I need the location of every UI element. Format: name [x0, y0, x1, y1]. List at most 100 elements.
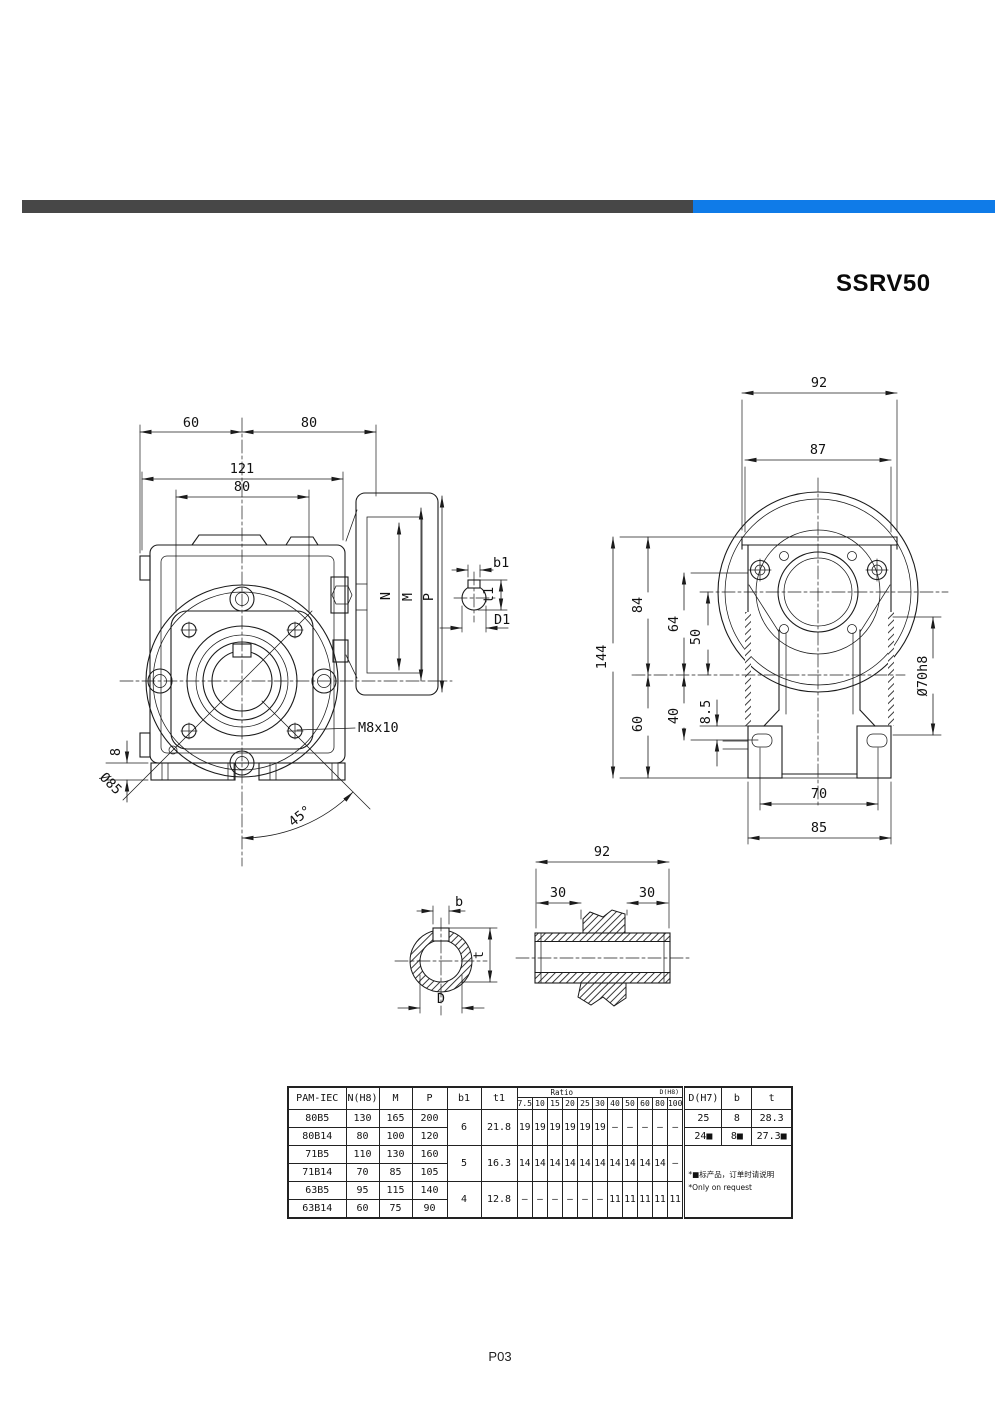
ratio-col-header: 20: [561, 1097, 578, 1110]
table-row: 71B14 70 85 105: [287, 1163, 792, 1182]
side-dim-64-label: 64: [666, 616, 682, 632]
front-view: N M P 60 80 121 80 M8x10 8: [96, 415, 510, 867]
side-dim-dia70h8-label: Ø70h8: [915, 656, 931, 697]
d-cell: 24■: [682, 1127, 723, 1146]
pam-cell: 80B14: [287, 1127, 347, 1146]
m-cell: 130: [378, 1145, 413, 1164]
ratio-cell: 14: [636, 1145, 653, 1182]
p-cell: 160: [411, 1145, 448, 1164]
b1-cell: 6: [446, 1109, 482, 1146]
n-cell: 95: [345, 1181, 380, 1200]
m-cell: 85: [378, 1163, 413, 1182]
ratio-cell: 19: [561, 1109, 578, 1146]
ratio-cell: 14: [516, 1145, 533, 1182]
ratio-col-header: 25: [576, 1097, 593, 1110]
ratio-cell: 19: [576, 1109, 593, 1146]
col-header-dh7: D(H7): [682, 1086, 723, 1110]
ratio-cell: 14: [591, 1145, 608, 1182]
col-header-p: P: [411, 1086, 448, 1110]
n-cell: 70: [345, 1163, 380, 1182]
col-header-t: t: [751, 1086, 793, 1110]
ratio-cell: 14: [651, 1145, 668, 1182]
pam-cell: 71B5: [287, 1145, 347, 1164]
table-row: 63B14 60 75 90: [287, 1199, 792, 1219]
shaft-dim-b-label: b: [455, 894, 463, 910]
t1-cell: 12.8: [480, 1181, 518, 1219]
flange-dim-n-label: N: [378, 592, 394, 600]
side-dim-87-label: 87: [810, 442, 826, 458]
side-dim-70-label: 70: [811, 786, 827, 802]
ratio-col-header: 100: [666, 1097, 685, 1110]
side-dim-85-label: 85: [811, 820, 827, 836]
side-dim-60-label: 60: [630, 716, 646, 732]
p-cell: 105: [411, 1163, 448, 1182]
t-cell: 28.3: [751, 1109, 793, 1128]
col-header-b1: b1: [446, 1086, 482, 1110]
ratio-cell: —: [576, 1181, 593, 1219]
side-dim-84-label: 84: [630, 597, 646, 613]
ratio-cell: —: [666, 1145, 685, 1182]
ratio-cell: 14: [621, 1145, 638, 1182]
front-dim-121-label: 121: [230, 461, 254, 477]
b1-cell: 5: [446, 1145, 482, 1182]
ratio-cell: 11: [666, 1181, 685, 1219]
ratio-cell: 14: [576, 1145, 593, 1182]
side-dim-50-label: 50: [688, 629, 704, 645]
ratio-cell: 11: [621, 1181, 638, 1219]
ratio-band: Ratio D(H8): [516, 1086, 685, 1098]
ratio-cell: —: [516, 1181, 533, 1219]
ratio-cell: 14: [606, 1145, 623, 1182]
shaft-dim-92-label: 92: [594, 844, 610, 860]
side-dim-92-label: 92: [811, 375, 827, 391]
ratio-col-header: 60: [636, 1097, 653, 1110]
technical-drawing: N M P 60 80 121 80 M8x10 8: [96, 375, 949, 1016]
order-note-line1: *■标产品，订单时请说明: [688, 1169, 775, 1179]
ratio-col-header: 15: [546, 1097, 563, 1110]
ratio-cell: —: [636, 1109, 653, 1146]
spec-table: PAM-IEC N(H8) M P b1 t1 Ratio D(H8) D(H7…: [287, 1086, 793, 1219]
n-cell: 80: [345, 1127, 380, 1146]
table-row: 80B14 80 100 120 24■ 8■ 27.3■: [287, 1127, 793, 1146]
front-dim-b1-label: b1: [493, 555, 509, 571]
front-dim-d1-label: D1: [494, 612, 510, 628]
t-cell: 27.3■: [751, 1127, 793, 1146]
col-header-pam: PAM-IEC: [287, 1086, 347, 1110]
m-cell: 165: [378, 1109, 413, 1128]
model-title: SSRV50: [836, 270, 931, 297]
front-dim-80-flange-label: 80: [234, 479, 250, 495]
ratio-cell: 19: [591, 1109, 608, 1146]
ratio-col-header: 50: [621, 1097, 638, 1110]
b-cell: 8■: [721, 1127, 753, 1146]
header-bar: [22, 200, 995, 213]
ratio-cell: —: [561, 1181, 578, 1219]
side-dim-8p5-label: 8.5: [698, 700, 714, 724]
order-note-line2: *Only on request: [688, 1182, 752, 1192]
pam-cell: 71B14: [287, 1163, 347, 1182]
ratio-cell: —: [621, 1109, 638, 1146]
m-cell: 75: [378, 1199, 413, 1219]
ratio-band-dh8-label: D(H8): [659, 1088, 680, 1096]
ratio-cell: 14: [546, 1145, 563, 1182]
header-bar-blue-segment: [693, 200, 995, 213]
b1-cell: 4: [446, 1181, 482, 1219]
b-cell: 8: [721, 1109, 753, 1128]
table-row: 80B5 130 165 200 6 21.8 19 19 19 19 19 1…: [287, 1109, 793, 1146]
front-dim-t1-label: t1: [481, 587, 497, 603]
ratio-col-header: 30: [591, 1097, 608, 1110]
shaft-section: b t D 92: [394, 844, 691, 1016]
ratio-cell: —: [606, 1109, 623, 1146]
ratio-cell: —: [531, 1181, 548, 1219]
d-cell: 25: [682, 1109, 723, 1128]
col-header-b: b: [721, 1086, 753, 1110]
flange-dim-m-label: M: [400, 593, 416, 601]
front-dim-45deg-label: 45°: [286, 803, 315, 831]
side-view: 92 87 144 84 64 50 60: [594, 375, 949, 845]
m-cell: 115: [378, 1181, 413, 1200]
p-cell: 200: [411, 1109, 448, 1128]
ratio-cell: 14: [561, 1145, 578, 1182]
pam-cell: 63B14: [287, 1199, 347, 1219]
pam-cell: 80B5: [287, 1109, 347, 1128]
ratio-cell: —: [591, 1181, 608, 1219]
table-row: 71B5 110 130 160 5 16.3 14 14 14 14 14 1…: [287, 1145, 793, 1219]
